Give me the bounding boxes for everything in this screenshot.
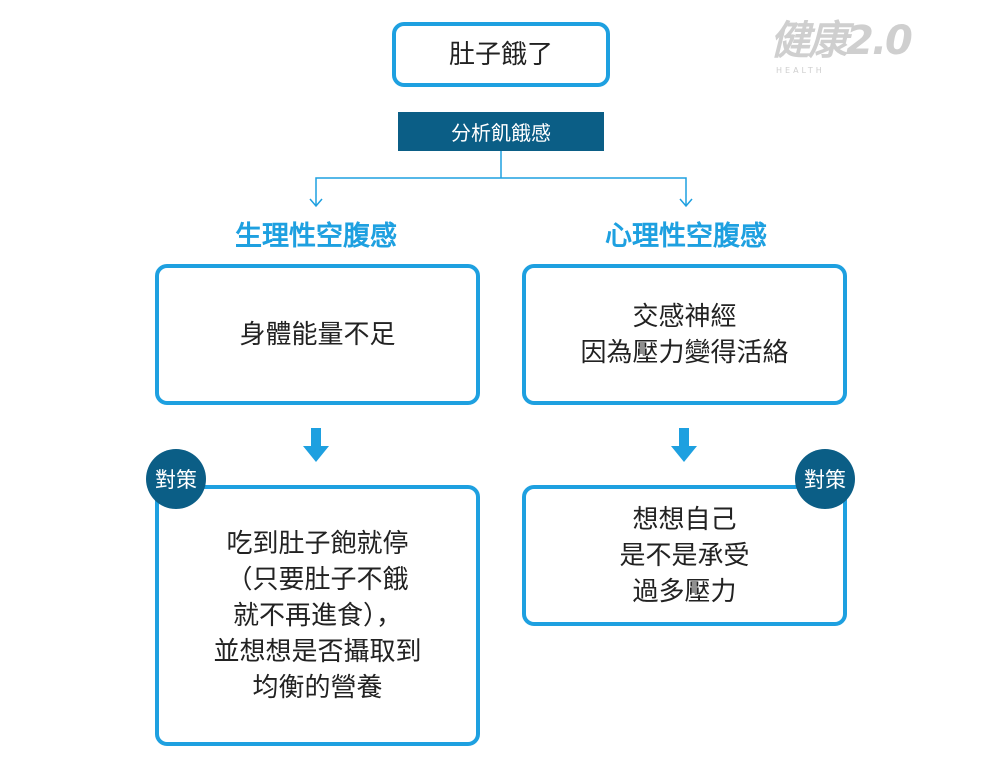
right-solution-text: 想想自己 是不是承受 過多壓力: [619, 504, 750, 607]
left-badge-label: 對策: [155, 468, 197, 492]
left-cause-box: 身體能量不足: [155, 264, 480, 405]
right-strategy-badge: 對策: [795, 449, 855, 509]
down-arrow-right: [671, 428, 697, 462]
left-solution-box: 吃到肚子飽就停 （只要肚子不餓 就不再進食）， 並想想是否攝取到 均衡的營養: [155, 485, 480, 746]
right-cause-box: 交感神經 因為壓力變得活絡: [522, 264, 847, 405]
down-arrow-left: [303, 428, 329, 462]
root-label: 肚子餓了: [448, 39, 553, 70]
left-strategy-badge: 對策: [146, 449, 206, 509]
right-badge-label: 對策: [804, 468, 846, 492]
right-heading: 心理性空腹感: [605, 221, 767, 252]
analysis-banner: 分析飢餓感: [398, 112, 604, 151]
left-heading: 生理性空腹感: [235, 221, 397, 252]
left-solution-text: 吃到肚子飽就停 （只要肚子不餓 就不再進食）， 並想想是否攝取到 均衡的營養: [213, 528, 422, 703]
right-solution-box: 想想自己 是不是承受 過多壓力: [522, 485, 847, 626]
banner-label: 分析飢餓感: [451, 121, 551, 145]
arrowhead-left: [309, 198, 323, 208]
logo-text: 健康2.0: [770, 18, 913, 64]
left-cause-text: 身體能量不足: [239, 319, 396, 350]
arrowhead-right: [679, 198, 693, 208]
right-cause-text: 交感神經 因為壓力變得活絡: [580, 301, 789, 368]
connector-lines: [315, 177, 687, 205]
root-box: 肚子餓了: [392, 22, 610, 87]
logo-subtext: HEALTH: [776, 66, 825, 75]
